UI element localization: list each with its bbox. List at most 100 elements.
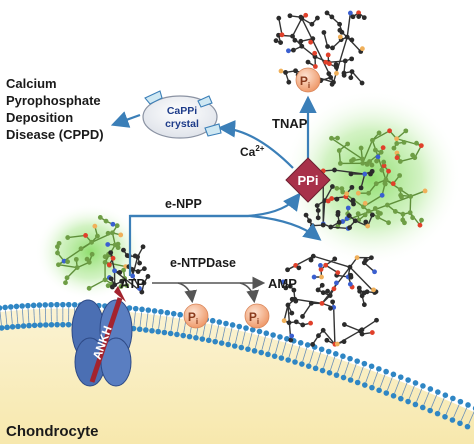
lipid-head <box>361 382 368 388</box>
lipid-tail <box>365 375 369 383</box>
atom <box>382 181 388 187</box>
lipid-head <box>251 348 258 354</box>
atom <box>115 245 121 251</box>
lipid-head <box>412 401 419 408</box>
bond <box>371 140 387 181</box>
lipid-tail <box>460 413 465 421</box>
lipid-tail <box>372 378 376 385</box>
bond <box>331 137 363 160</box>
atom <box>381 163 387 169</box>
amp-label: AMP <box>268 276 297 291</box>
bond <box>410 190 426 198</box>
lipid-tail <box>208 330 212 338</box>
atom <box>362 200 368 206</box>
lipid-head <box>60 321 66 328</box>
atom <box>324 10 330 16</box>
lipid-tail <box>360 366 364 374</box>
atom <box>337 34 343 40</box>
lipid-tail <box>183 325 186 333</box>
lipid-head <box>25 302 31 309</box>
bond <box>349 266 376 294</box>
lipid-tail <box>353 363 357 371</box>
lipid-head <box>19 303 25 309</box>
atom <box>303 12 309 18</box>
atom <box>355 190 361 196</box>
atom <box>89 239 94 245</box>
atom <box>132 253 138 259</box>
atom <box>105 230 111 236</box>
atom <box>410 215 416 221</box>
atom <box>364 161 370 167</box>
atom <box>397 173 403 178</box>
atom <box>359 80 365 86</box>
atom <box>322 198 328 203</box>
lipid-head <box>405 377 411 383</box>
bond <box>369 151 382 163</box>
lipid-tail <box>379 380 383 388</box>
lipid-tail <box>230 327 233 335</box>
atom <box>63 280 68 286</box>
atom <box>273 38 279 44</box>
lipid-head <box>434 410 441 417</box>
lipid-tail <box>445 407 450 415</box>
lipid-head <box>265 351 271 358</box>
lipid-tail <box>248 339 251 347</box>
atom <box>118 232 124 238</box>
atom <box>320 222 326 228</box>
lipid-head <box>412 380 419 386</box>
ppi-label: PPi <box>298 173 319 188</box>
lipid-head <box>258 349 265 356</box>
lipid-tail <box>221 333 225 341</box>
atom <box>359 46 365 52</box>
atom <box>102 277 108 283</box>
atom <box>285 267 290 273</box>
lipid-head <box>285 357 291 363</box>
atom <box>310 342 316 347</box>
atom <box>356 14 362 19</box>
lipid-tail <box>468 417 472 425</box>
atom <box>399 194 404 200</box>
atom <box>102 254 108 260</box>
atom <box>280 279 286 285</box>
lipid-tail <box>241 337 245 345</box>
lipid-tail <box>325 354 329 362</box>
lipid-head <box>54 321 60 328</box>
atom <box>112 268 117 274</box>
phosphate-ball-top: Pi <box>295 67 321 93</box>
lipid-tail <box>396 379 401 387</box>
lipid-head <box>249 326 256 333</box>
lipid-tail <box>165 315 168 323</box>
lipid-head <box>376 366 382 372</box>
lipid-head <box>292 359 298 365</box>
lipid-head <box>245 346 251 352</box>
atom <box>419 217 424 223</box>
atom <box>378 211 383 216</box>
bond <box>67 234 86 239</box>
lipid-head <box>442 413 448 420</box>
bond <box>346 36 362 52</box>
lipid-head <box>354 379 361 386</box>
lipid-head <box>305 363 312 369</box>
atom <box>390 181 396 187</box>
lipid-head <box>390 371 397 378</box>
arrow-ppi-to-crystal <box>217 120 294 169</box>
lipid-head <box>145 307 152 313</box>
atom <box>95 233 100 239</box>
atom <box>109 284 115 290</box>
atom <box>278 40 284 45</box>
atom <box>305 59 311 65</box>
lipid-head <box>4 324 10 331</box>
atom <box>64 275 70 281</box>
lipid-tail <box>337 365 341 373</box>
atom <box>349 56 355 62</box>
lipid-head <box>151 308 158 314</box>
lipid-tail <box>344 367 348 375</box>
disease-line3: Deposition <box>6 110 73 125</box>
lipid-head <box>158 308 164 315</box>
lipid-head <box>174 331 180 338</box>
atom <box>316 333 321 339</box>
atom <box>303 212 309 218</box>
atom <box>320 290 326 296</box>
atom <box>308 257 314 263</box>
atom <box>347 10 353 16</box>
